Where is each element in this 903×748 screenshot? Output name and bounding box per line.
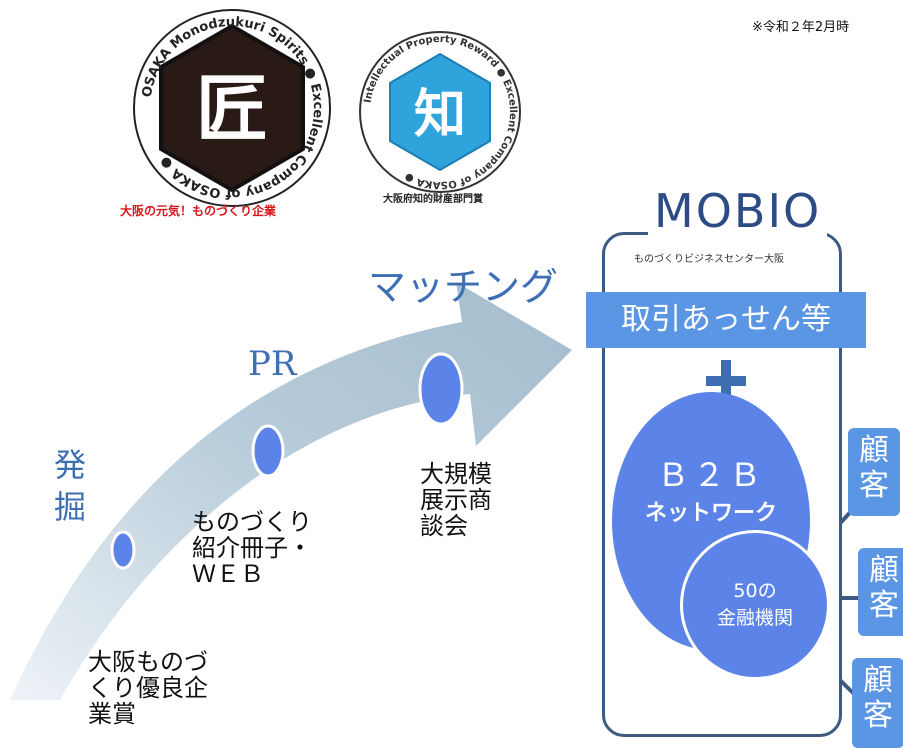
stage-dot-3 bbox=[418, 352, 464, 426]
stage-2-text: ものづくり 紹介冊子・ ＷＥＢ bbox=[192, 508, 312, 588]
stage-3-text: 大規模 展示商 談会 bbox=[420, 460, 492, 540]
hakkutsu-label: 発 掘 bbox=[53, 446, 86, 526]
stage-dot-2 bbox=[251, 424, 285, 478]
customer-box-2: 顧客 bbox=[858, 548, 903, 636]
mobio-subtitle: ものづくりビジネスセンター大阪 bbox=[634, 254, 784, 265]
stage-dot-1 bbox=[110, 530, 136, 570]
matching-label: マッチング bbox=[368, 265, 559, 309]
mobio-logo: MOBIO bbox=[648, 184, 828, 238]
b2b-subtitle: ネットワーク bbox=[644, 501, 777, 526]
takumi-logo: OSAKA Monodzukuri Spirits ● Excellent Co… bbox=[132, 8, 332, 208]
customer-box-1: 顧客 bbox=[848, 428, 900, 516]
torihiki-banner: 取引あっせん等 bbox=[586, 292, 866, 348]
finance-circle bbox=[680, 530, 830, 680]
finance-label: 50の 金融機関 bbox=[716, 580, 793, 629]
customer-box-3: 顧客 bbox=[852, 658, 903, 748]
stage-1-text: 大阪ものづ くり優良企 業賞 bbox=[88, 648, 208, 728]
pr-label: PR bbox=[248, 344, 297, 384]
chi-logo: Intellectual Property Reward ● Excellent… bbox=[358, 30, 522, 194]
takumi-caption: 大阪の元気！ものづくり企業 bbox=[120, 204, 277, 218]
svg-text:匠: 匠 bbox=[196, 66, 268, 151]
svg-text:知: 知 bbox=[414, 85, 466, 145]
b2b-title: Ｂ２Ｂ bbox=[656, 456, 765, 494]
chi-caption: 大阪府知的財産部門賞 bbox=[383, 194, 483, 205]
plus-icon bbox=[706, 360, 746, 402]
date-note: ※令和２年2月時 bbox=[752, 20, 850, 35]
